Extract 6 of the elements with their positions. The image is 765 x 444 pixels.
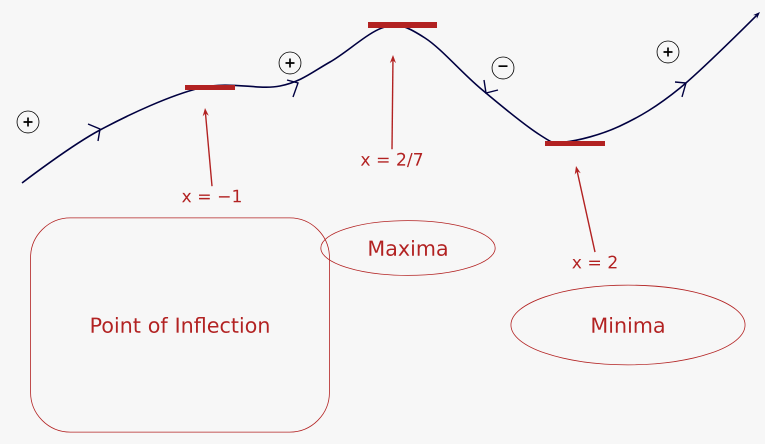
x-value-label: x = 2 [572, 256, 617, 268]
x-value-label: x = −1 [182, 190, 241, 202]
callout-oval: Maxima [320, 220, 496, 276]
x-value-label: x = 2/7 [360, 152, 422, 168]
callout-oval: Minima [510, 284, 746, 366]
callout-blob: Point of Inflection [30, 218, 330, 432]
